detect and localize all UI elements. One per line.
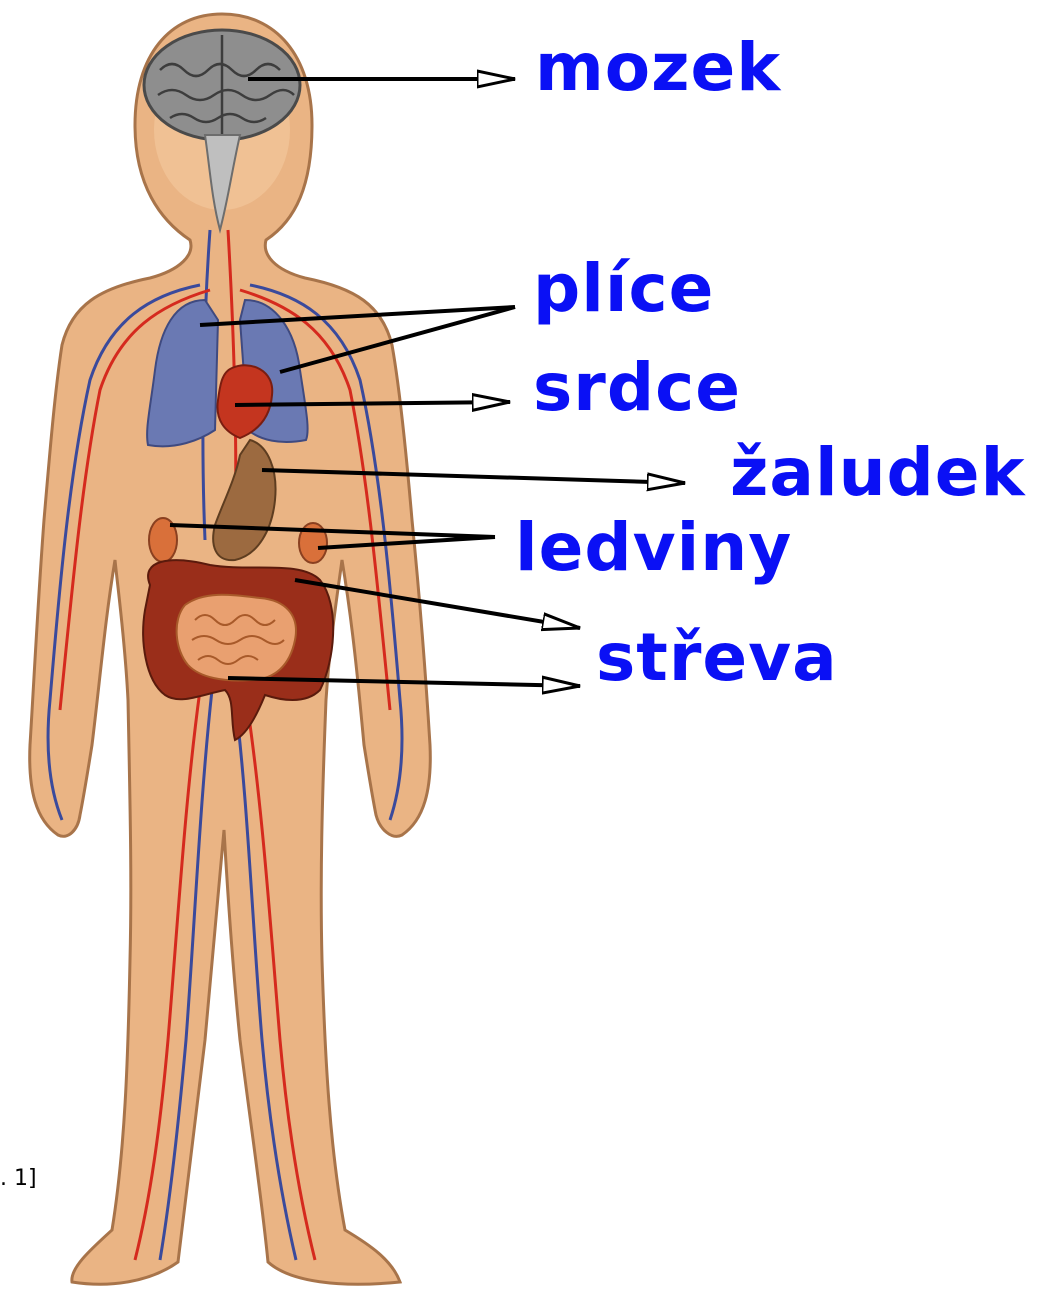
label-heart: srdce — [533, 355, 741, 421]
label-stomach: žaludek — [730, 440, 1025, 506]
label-intestines: střeva — [596, 625, 838, 691]
label-lungs: plíce — [533, 256, 714, 322]
label-kidneys: ledviny — [515, 515, 792, 581]
large-intestine-arrow — [295, 580, 580, 628]
label-brain: mozek — [535, 35, 781, 101]
figure-reference: . 1] — [0, 1166, 37, 1191]
